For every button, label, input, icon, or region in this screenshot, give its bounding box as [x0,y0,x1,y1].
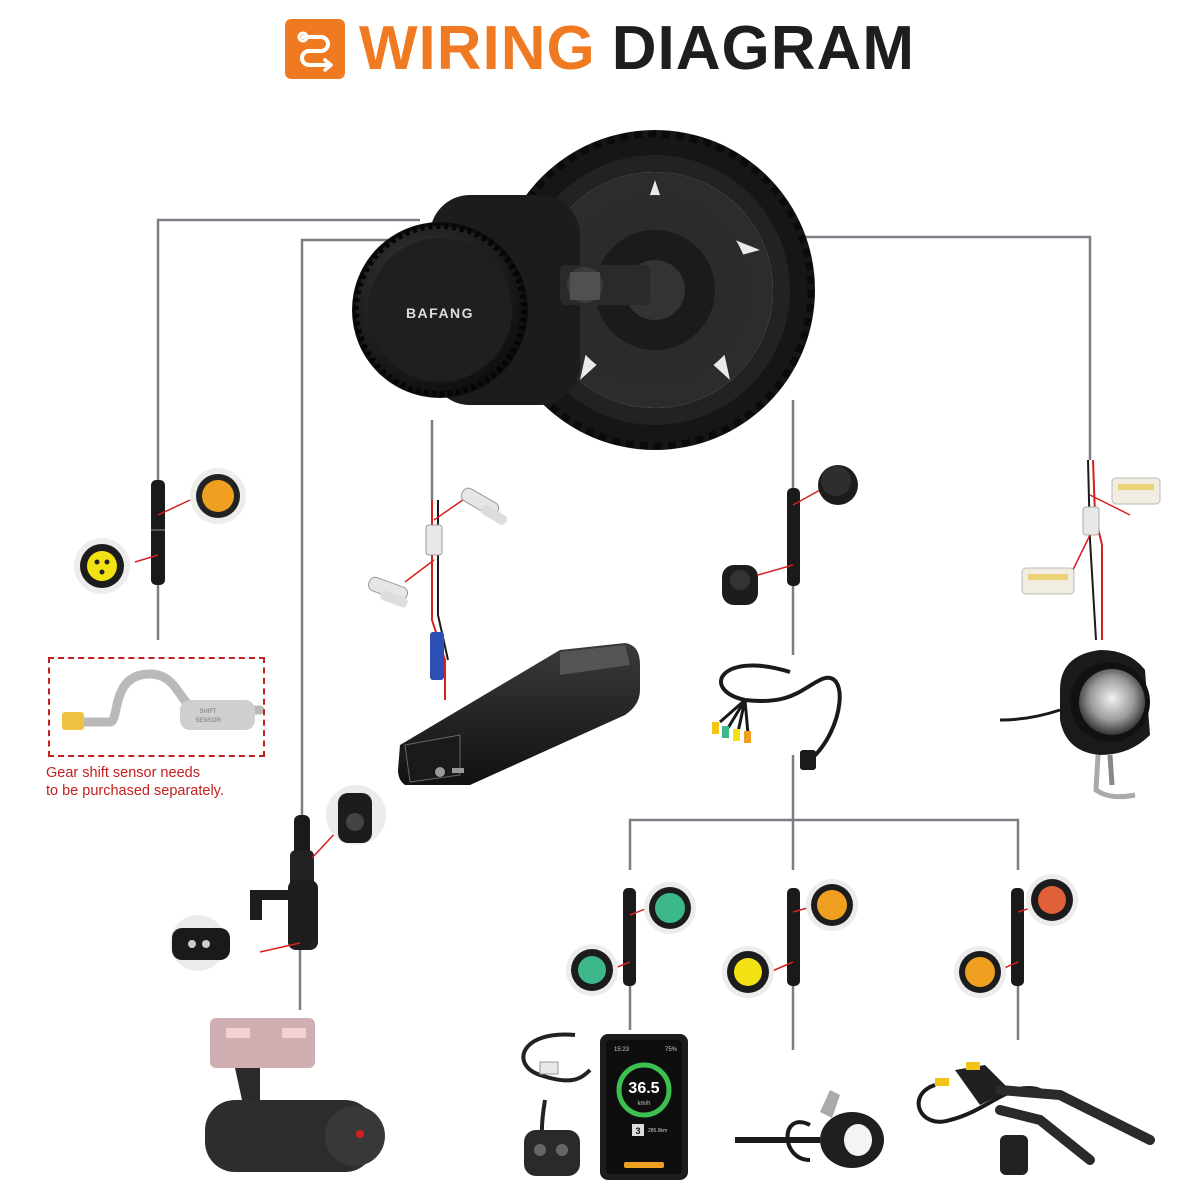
throttle-connectors [722,879,858,998]
gear-shift-sensor: SHIFT SENSOR [62,669,265,730]
display-time: 15:23 [614,1047,630,1053]
battery-connectors [368,487,508,700]
display-unit: km/h [637,1101,650,1107]
shift-sensor-label-bottom: SENSOR [195,718,221,724]
speed-sensor [205,1018,385,1172]
harness-connectors [722,465,858,605]
wiring-icon [285,19,346,79]
brake-levers [916,1062,1155,1175]
motor: BAFANG [352,195,650,405]
cable-harness [712,663,842,770]
speed-sensor-connector [74,468,246,594]
headlight-line [800,235,1092,460]
battery [398,643,640,785]
note-line-2: to be purchased separately. [46,783,224,799]
display-connectors [566,882,696,996]
display-speed: 36.5 [628,1080,659,1097]
display-gear: 3 [635,1126,640,1136]
title-main: DIAGRAM [611,14,915,83]
gear-shift-note-box [48,657,265,757]
branch-bar [628,818,1020,870]
display-odo: 285.9km [648,1128,667,1134]
headlight [999,459,1161,800]
gear-sensor-assembly [170,785,386,971]
display: 36.5 km/h 15:23 75% 3 285.9km [521,1032,688,1180]
shift-sensor-label-top: SHIFT [199,709,217,715]
gear-shift-note: Gear shift sensor needs to be purchased … [46,764,306,800]
title-accent: WIRING [359,14,596,83]
brake-connectors [954,874,1078,998]
note-line-1: Gear shift sensor needs [46,765,200,781]
display-battery: 75% [665,1047,678,1053]
motor-brand-label: BAFANG [406,305,474,321]
throttle [735,1090,884,1168]
